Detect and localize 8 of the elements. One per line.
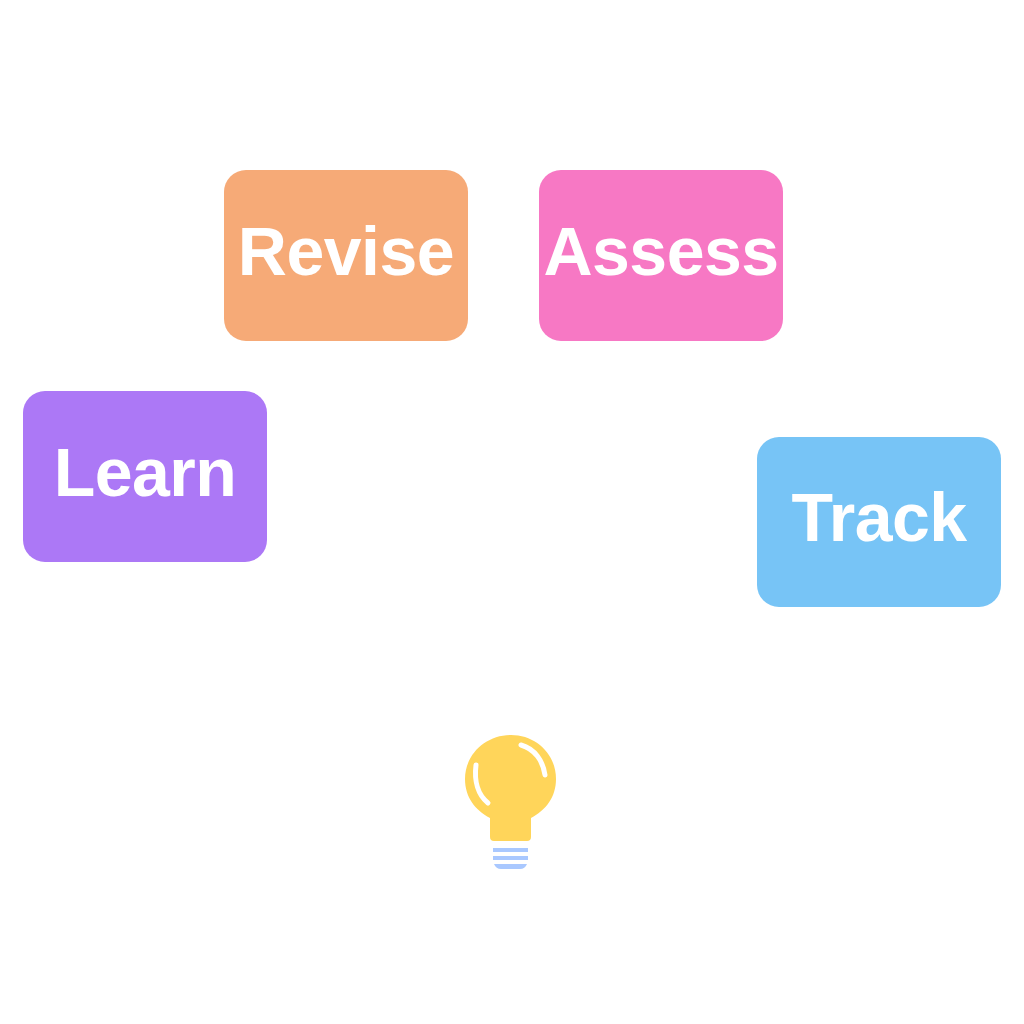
step-label: Track bbox=[791, 483, 967, 551]
step-card bbox=[23, 391, 267, 562]
step-label: Assess bbox=[543, 216, 779, 285]
step-label: Revise bbox=[237, 216, 455, 285]
step-card bbox=[539, 170, 783, 341]
step-card bbox=[224, 170, 468, 341]
step-card bbox=[757, 437, 1001, 607]
step-label: Learn bbox=[53, 437, 237, 506]
